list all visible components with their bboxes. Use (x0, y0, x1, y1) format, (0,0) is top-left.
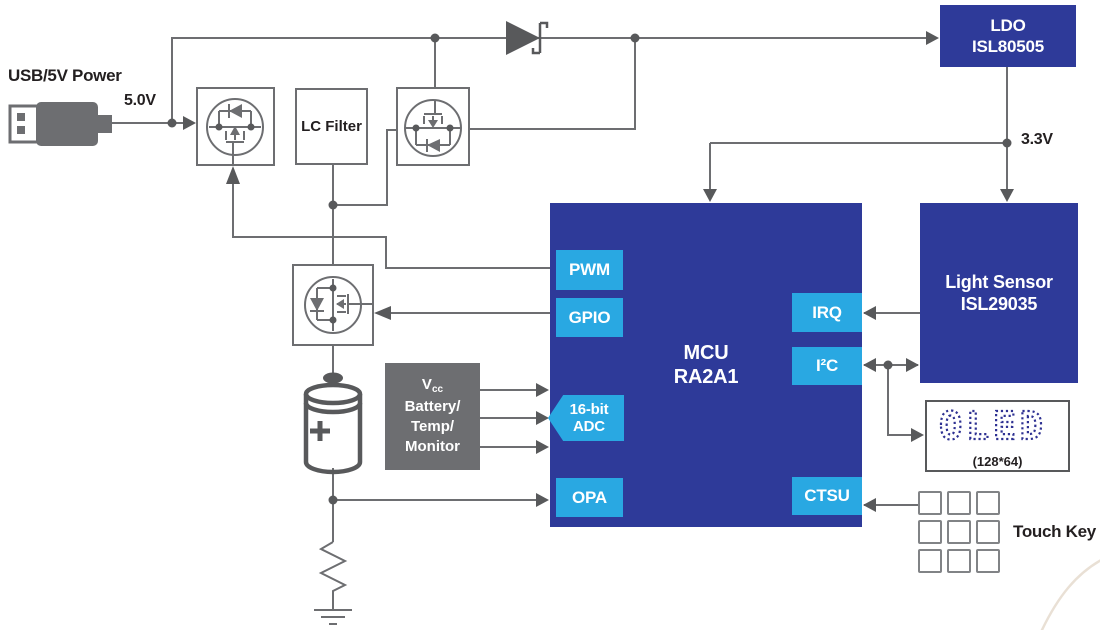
mosfet-icon (292, 264, 374, 346)
i2c-port: I²C (792, 347, 862, 385)
touch-key (976, 491, 1000, 515)
oled-resolution: (128*64) (972, 454, 1023, 469)
wire (171, 37, 928, 123)
wire (333, 129, 397, 206)
touch-key (976, 520, 1000, 544)
pwm-port: PWM (556, 250, 623, 290)
light-sensor-name: Light Sensor (945, 271, 1053, 292)
touch-key-grid (918, 491, 1000, 573)
v33-label: 3.3V (1021, 131, 1053, 148)
usb-plug-icon (8, 102, 112, 146)
irq-port: IRQ (792, 293, 862, 332)
arrowheads (183, 31, 1014, 512)
touch-key (918, 549, 942, 573)
ldo-part-number: ISL80505 (971, 37, 1045, 56)
touch-key (947, 491, 971, 515)
wire (232, 182, 556, 269)
mosfet-icon (196, 87, 275, 166)
usb-power-label: USB/5V Power (8, 66, 122, 85)
vcc-monitor-line2: Battery/ (404, 397, 461, 415)
oled-dot-matrix-text: OLED (938, 403, 1047, 449)
oled-block: OLED (128*64) (925, 400, 1070, 472)
vcc-monitor-block: Vcc Battery/ Temp/ Monitor (385, 363, 480, 470)
light-sensor-part-number: ISL29035 (960, 294, 1038, 314)
touch-key (976, 549, 1000, 573)
touch-key (947, 520, 971, 544)
wire (709, 67, 1008, 190)
touch-key (947, 549, 971, 573)
vcc-monitor-line1: Vcc (421, 376, 444, 396)
vcc-monitor-line4: Monitor (405, 438, 460, 456)
v5-label: 5.0V (124, 92, 156, 109)
ldo-block: LDO ISL80505 (940, 5, 1076, 67)
gpio-port: GPIO (556, 298, 623, 337)
mcu-name: MCU (683, 342, 729, 364)
ctsu-port: CTSU (792, 477, 862, 515)
mcu-part-number: RA2A1 (673, 366, 739, 388)
vcc-monitor-line3: Temp/ (410, 418, 455, 436)
ldo-name: LDO (990, 15, 1026, 35)
battery-icon (303, 372, 363, 475)
wire (461, 38, 636, 130)
resistor-icon (318, 541, 348, 610)
ground-icon (314, 609, 352, 625)
touch-key (918, 520, 942, 544)
swoosh-decoration (1040, 559, 1100, 630)
touch-key (918, 491, 942, 515)
svg-text:OLED: OLED (939, 404, 1047, 448)
lc-filter-label: LC Filter (301, 118, 362, 135)
wire (480, 389, 537, 448)
adc-port: 16-bit ADC (548, 395, 624, 441)
opa-port: OPA (556, 478, 623, 517)
wire (864, 364, 918, 436)
touch-key-label: Touch Key (1013, 522, 1096, 541)
lc-filter-block: LC Filter (295, 88, 368, 165)
mosfet-icon (396, 87, 470, 166)
light-sensor-block: Light Sensor ISL29035 (920, 203, 1078, 383)
diode-icon (506, 21, 549, 55)
junction-dots (167, 33, 1012, 505)
